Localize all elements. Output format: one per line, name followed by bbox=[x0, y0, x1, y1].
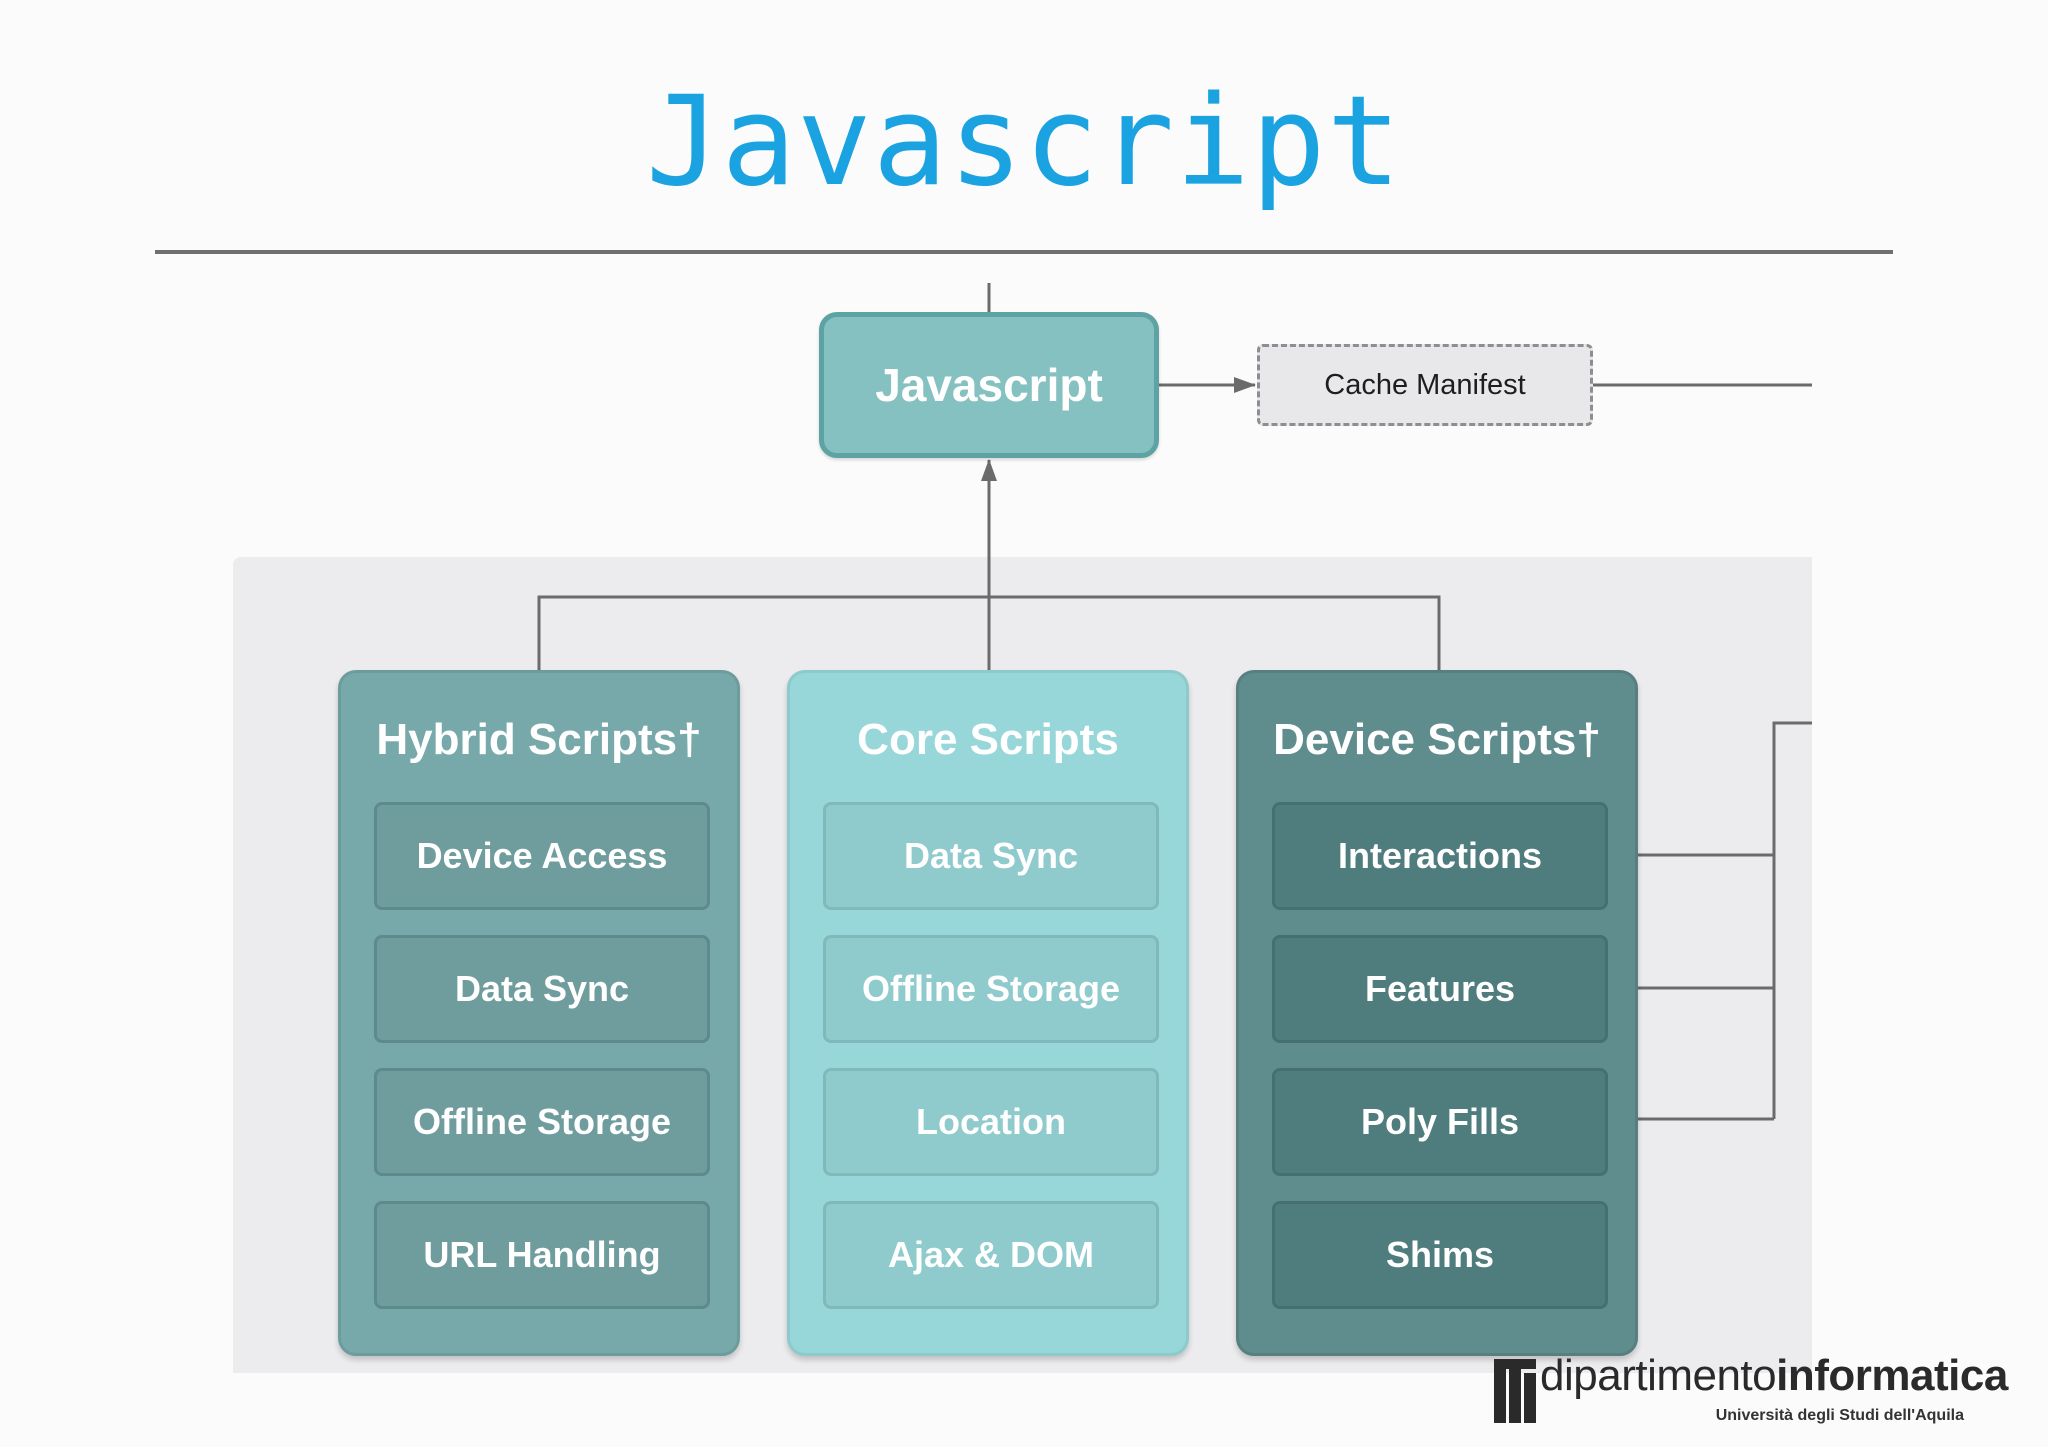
script-item: Location bbox=[823, 1068, 1159, 1176]
script-item: Shims bbox=[1272, 1201, 1608, 1309]
script-item: Features bbox=[1272, 935, 1608, 1043]
column-title: Device Scripts† bbox=[1273, 715, 1601, 764]
core-scripts-column: Core Scripts Data Sync Offline Storage L… bbox=[787, 670, 1189, 1356]
javascript-node: Javascript bbox=[819, 312, 1159, 458]
slide-title: Javascript bbox=[645, 70, 1403, 214]
column-title: Hybrid Scripts† bbox=[376, 715, 702, 764]
logo-name-prefix: dipartimento bbox=[1540, 1351, 1777, 1400]
script-item: Data Sync bbox=[374, 935, 710, 1043]
script-item: Device Access bbox=[374, 802, 710, 910]
logo-subtitle: Università degli Studi dell'Aquila bbox=[1715, 1407, 1964, 1424]
department-logo: dipartimentoinformatica Università degli… bbox=[1494, 1351, 2008, 1435]
script-item: Interactions bbox=[1272, 802, 1608, 910]
script-item: Offline Storage bbox=[823, 935, 1159, 1043]
device-feed-trunk bbox=[1772, 721, 1812, 1119]
hybrid-scripts-column: Hybrid Scripts† Device Access Data Sync … bbox=[338, 670, 740, 1356]
logo-name: dipartimentoinformatica bbox=[1540, 1351, 2008, 1401]
device-scripts-column: Device Scripts† Interactions Features Po… bbox=[1236, 670, 1638, 1356]
script-item: Ajax & DOM bbox=[823, 1201, 1159, 1309]
logo-mark-icon bbox=[1494, 1359, 1536, 1423]
script-item: Offline Storage bbox=[374, 1068, 710, 1176]
cache-manifest-node: Cache Manifest bbox=[1257, 344, 1593, 426]
script-item: Poly Fills bbox=[1272, 1068, 1608, 1176]
logo-name-suffix: informatica bbox=[1776, 1351, 2008, 1400]
bus-line bbox=[537, 595, 1441, 670]
script-item: Data Sync bbox=[823, 802, 1159, 910]
title-divider bbox=[155, 250, 1893, 254]
column-title: Core Scripts bbox=[857, 715, 1119, 764]
script-item: URL Handling bbox=[374, 1201, 710, 1309]
